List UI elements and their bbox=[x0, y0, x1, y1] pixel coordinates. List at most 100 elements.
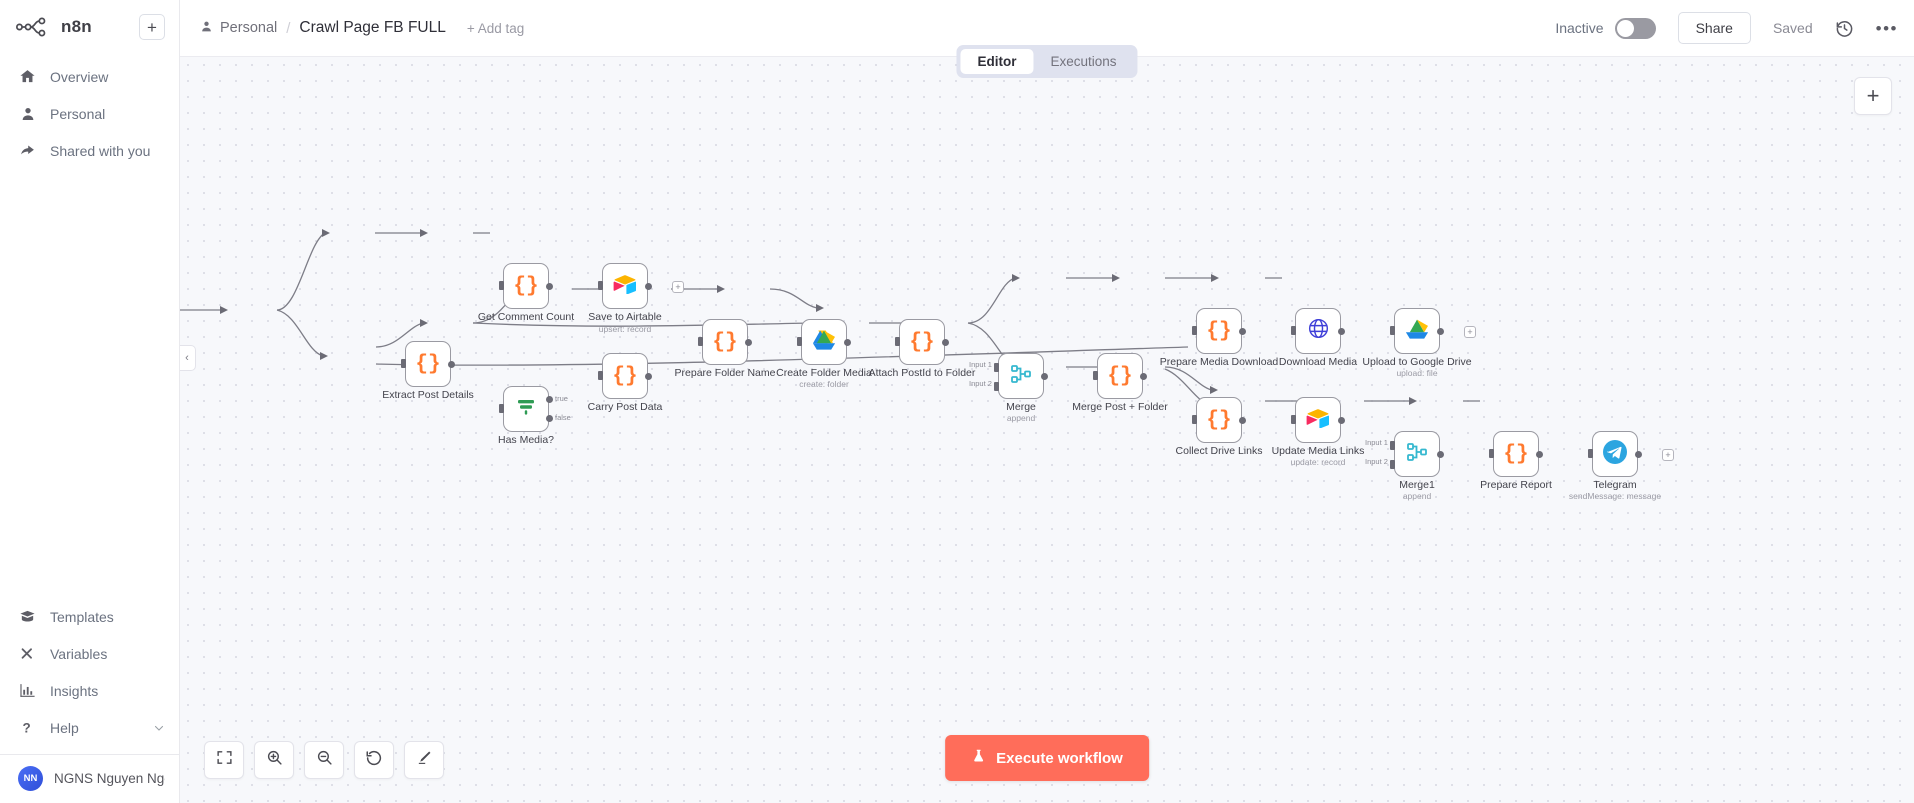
sidebar-collapse-handle[interactable]: ‹ bbox=[180, 345, 196, 371]
node-prepare-report[interactable]: {} bbox=[1493, 431, 1539, 477]
node-collect-drive-links[interactable]: {} bbox=[1196, 397, 1242, 443]
node-output-port[interactable] bbox=[1437, 451, 1444, 458]
node-output-port[interactable] bbox=[645, 283, 652, 290]
node-output-port[interactable] bbox=[1239, 328, 1246, 335]
toggle-knob bbox=[1616, 19, 1634, 37]
node-input-port[interactable] bbox=[698, 337, 703, 346]
zoom-to-fit-button[interactable] bbox=[204, 741, 244, 779]
node-input-port[interactable] bbox=[1588, 449, 1593, 458]
sidebar-item-variables[interactable]: Variables bbox=[0, 635, 179, 672]
node-output-port[interactable] bbox=[1041, 373, 1048, 380]
page-title[interactable]: Crawl Page FB FULL bbox=[299, 19, 446, 36]
node-output-port-true[interactable] bbox=[546, 396, 553, 403]
add-next-node-button[interactable]: + bbox=[1464, 326, 1476, 338]
node-input-port[interactable] bbox=[895, 337, 900, 346]
add-node-button[interactable]: + bbox=[1854, 77, 1892, 115]
node-update-media-links[interactable] bbox=[1295, 397, 1341, 443]
node-input-port[interactable] bbox=[1291, 326, 1296, 335]
node-input-port[interactable] bbox=[499, 281, 504, 290]
node-input-port-1[interactable] bbox=[1390, 441, 1395, 450]
add-tag-button[interactable]: + Add tag bbox=[466, 20, 525, 36]
sidebar-item-personal[interactable]: Personal bbox=[0, 95, 179, 132]
share-button[interactable]: Share bbox=[1677, 12, 1751, 44]
node-output-port[interactable] bbox=[1140, 373, 1147, 380]
zoom-out-button[interactable] bbox=[304, 741, 344, 779]
sidebar-user-menu[interactable]: NN NGNS Nguyen Ngoc bbox=[0, 755, 179, 801]
zoom-out-icon bbox=[316, 749, 333, 771]
node-output-port[interactable] bbox=[1437, 328, 1444, 335]
tab-executions[interactable]: Executions bbox=[1050, 54, 1117, 69]
node-output-port[interactable] bbox=[1338, 328, 1345, 335]
more-dots-icon[interactable]: ••• bbox=[1875, 18, 1898, 38]
node-prepare-folder-name[interactable]: {} bbox=[702, 319, 748, 365]
sidebar-item-templates[interactable]: Templates bbox=[0, 598, 179, 635]
add-next-node-button[interactable]: + bbox=[672, 281, 684, 293]
node-telegram[interactable] bbox=[1592, 431, 1638, 477]
node-prepare-media-download[interactable]: {} bbox=[1196, 308, 1242, 354]
sidebar-item-personal-label: Personal bbox=[50, 105, 106, 122]
node-output-port[interactable] bbox=[844, 339, 851, 346]
code-braces-icon: {} bbox=[1503, 442, 1529, 466]
node-output-port[interactable] bbox=[1338, 417, 1345, 424]
node-input-port[interactable] bbox=[598, 371, 603, 380]
node-input-port[interactable] bbox=[1489, 449, 1494, 458]
sidebar-item-overview[interactable]: Overview bbox=[0, 58, 179, 95]
node-output-port[interactable] bbox=[1635, 451, 1642, 458]
node-create-folder-media[interactable] bbox=[801, 319, 847, 365]
node-input-port[interactable] bbox=[1192, 326, 1197, 335]
view-tabs: Editor Executions bbox=[956, 45, 1138, 78]
node-input-port[interactable] bbox=[598, 281, 603, 290]
sidebar-item-insights[interactable]: Insights bbox=[0, 672, 179, 709]
zoom-in-icon bbox=[266, 749, 283, 771]
activation-toggle[interactable] bbox=[1614, 17, 1656, 39]
tab-editor[interactable]: Editor bbox=[960, 49, 1034, 74]
execute-workflow-button[interactable]: Execute workflow bbox=[945, 735, 1149, 781]
node-input-port[interactable] bbox=[401, 359, 406, 368]
node-output-port-false[interactable] bbox=[546, 415, 553, 422]
node-output-port[interactable] bbox=[546, 283, 553, 290]
node-get-comment-count[interactable]: {} bbox=[503, 263, 549, 309]
node-label-telegram: Telegram bbox=[1593, 479, 1637, 491]
node-input-port-2[interactable] bbox=[1390, 460, 1395, 469]
node-output-port[interactable] bbox=[942, 339, 949, 346]
node-merge[interactable] bbox=[998, 353, 1044, 399]
workflow-canvas[interactable]: ‹ + bbox=[180, 57, 1914, 803]
node-output-port[interactable] bbox=[745, 339, 752, 346]
node-save-to-airtable[interactable] bbox=[602, 263, 648, 309]
node-has-media[interactable] bbox=[503, 386, 549, 432]
node-attach-postid-to-folder[interactable]: {} bbox=[899, 319, 945, 365]
node-input-port-2[interactable] bbox=[994, 382, 999, 391]
node-download-media[interactable] bbox=[1295, 308, 1341, 354]
sidebar-item-insights-label: Insights bbox=[50, 682, 99, 699]
sidebar-item-shared-with-you[interactable]: Shared with you bbox=[0, 132, 179, 169]
node-input-port[interactable] bbox=[797, 337, 802, 346]
node-output-port[interactable] bbox=[1239, 417, 1246, 424]
telegram-icon bbox=[1602, 439, 1628, 470]
node-input-port[interactable] bbox=[1291, 415, 1296, 424]
tidy-up-button[interactable] bbox=[404, 741, 444, 779]
node-merge1[interactable] bbox=[1394, 431, 1440, 477]
reset-zoom-button[interactable] bbox=[354, 741, 394, 779]
node-extract-post-details[interactable]: {} bbox=[405, 341, 451, 387]
sidebar-item-help[interactable]: ? Help bbox=[0, 709, 179, 746]
header-actions: Inactive Share Saved ••• bbox=[1555, 12, 1898, 44]
add-next-node-button[interactable]: + bbox=[1662, 449, 1674, 461]
node-output-port[interactable] bbox=[448, 361, 455, 368]
node-input-port[interactable] bbox=[1192, 415, 1197, 424]
breadcrumb-project[interactable]: Personal bbox=[200, 20, 277, 37]
create-workflow-button[interactable]: + bbox=[139, 14, 165, 40]
node-label-create-folder-media: Create Folder Media bbox=[776, 367, 872, 379]
node-output-port[interactable] bbox=[645, 373, 652, 380]
node-input-port-1[interactable] bbox=[994, 363, 999, 372]
node-merge-post-folder[interactable]: {} bbox=[1097, 353, 1143, 399]
zoom-in-button[interactable] bbox=[254, 741, 294, 779]
node-carry-post-data[interactable]: {} bbox=[602, 353, 648, 399]
node-input-port[interactable] bbox=[1390, 326, 1395, 335]
merge-icon bbox=[1009, 362, 1033, 391]
brand-logo[interactable]: n8n bbox=[16, 17, 131, 37]
node-input-port[interactable] bbox=[1093, 371, 1098, 380]
node-upload-to-google-drive[interactable] bbox=[1394, 308, 1440, 354]
node-output-port[interactable] bbox=[1536, 451, 1543, 458]
history-icon[interactable] bbox=[1835, 19, 1854, 38]
node-input-port[interactable] bbox=[499, 404, 504, 413]
